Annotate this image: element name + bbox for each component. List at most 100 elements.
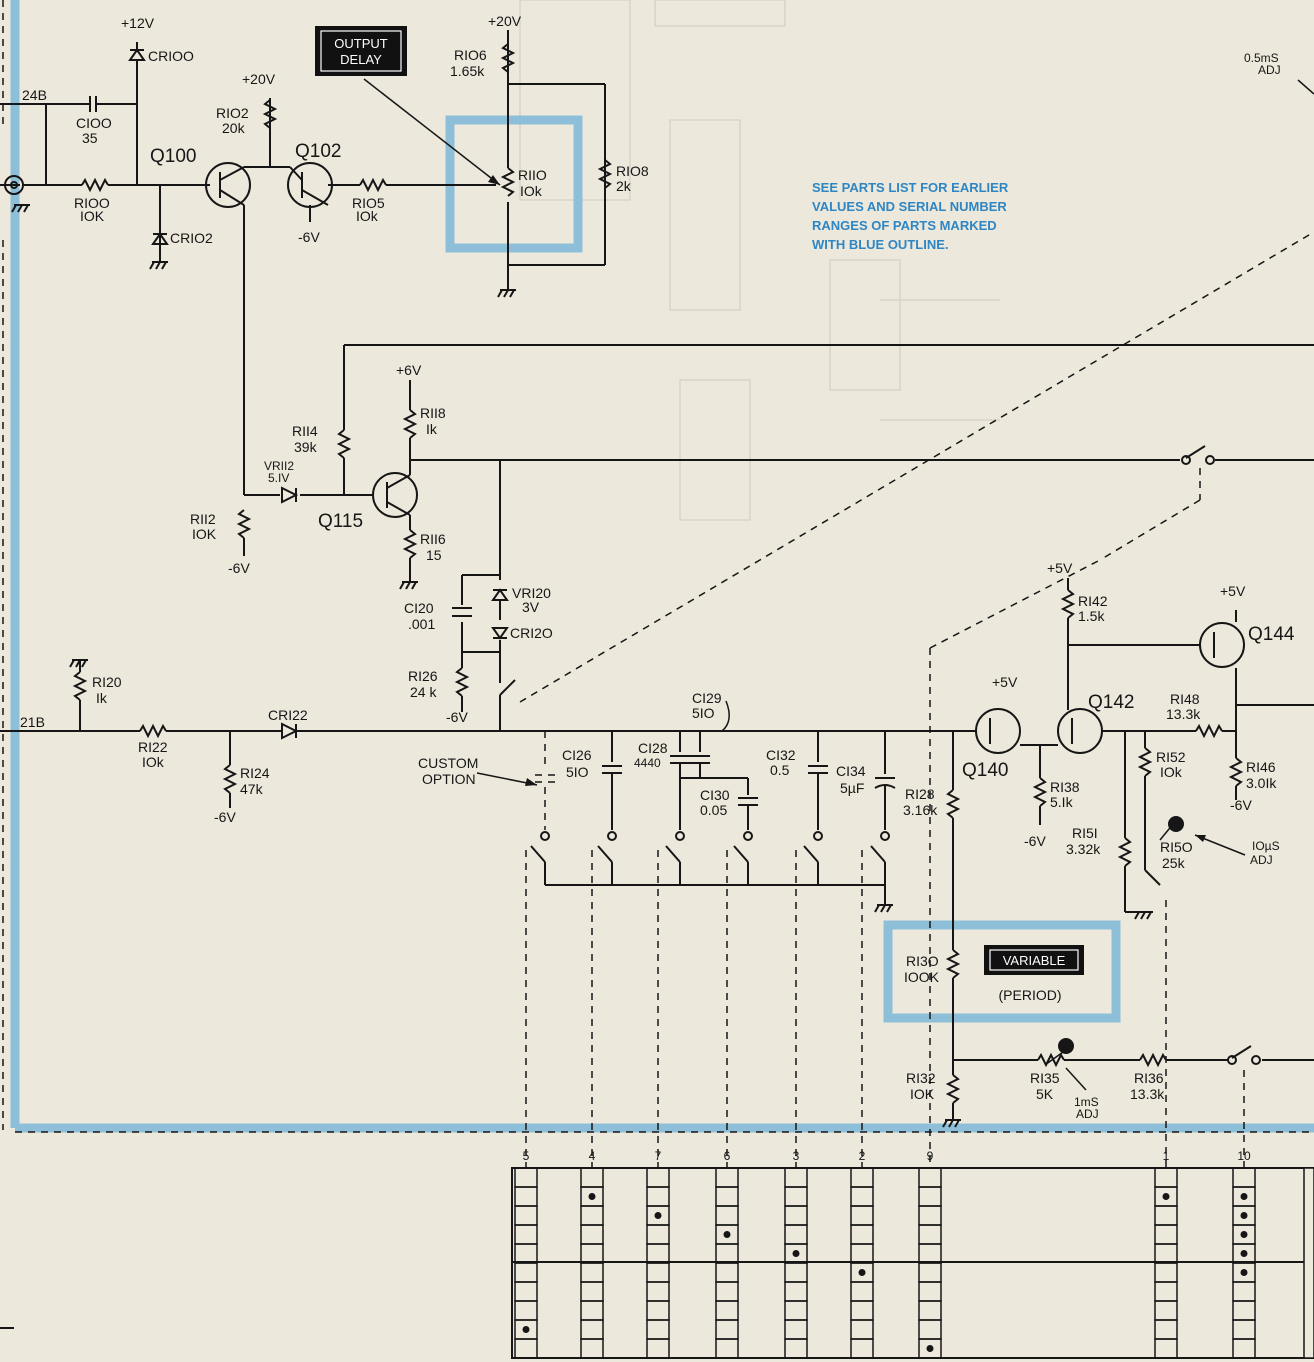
part-label: RIO2 (216, 105, 249, 121)
part-label: RI32 (906, 1070, 936, 1086)
part-label: Ik (96, 690, 108, 706)
part-label: 5µF (840, 780, 864, 796)
part-label: RI24 (240, 765, 270, 781)
position-dot (1162, 1193, 1170, 1200)
chart-cell (580, 1205, 604, 1226)
part-label: RII6 (420, 531, 446, 547)
bottom-signal-wires (0, 578, 1314, 1120)
chart-cell (580, 1262, 604, 1283)
switch-icon (530, 831, 550, 885)
input-stage-wires (0, 30, 606, 495)
chart-cell (850, 1205, 874, 1226)
switch-number: 2 (859, 1149, 866, 1163)
supply-label: +5V (1220, 583, 1246, 599)
chart-column: 7 (646, 1149, 670, 1359)
connector-24b: 24B (22, 87, 47, 103)
chart-cell (715, 1167, 739, 1188)
supply-label: -6V (228, 560, 250, 576)
chart-cell (715, 1300, 739, 1321)
part-label: CRI2O (510, 625, 553, 641)
part-label: 0.5 (770, 762, 790, 778)
part-label: IOk (1160, 764, 1183, 780)
chart-cell (514, 1167, 538, 1188)
chart-cell (715, 1319, 739, 1340)
part-label: CRIO2 (170, 230, 213, 246)
chart-cell (784, 1167, 808, 1188)
chart-cell (646, 1167, 670, 1188)
output-delay-line2: DELAY (340, 52, 382, 67)
ground-icon (11, 204, 30, 213)
chart-cell (715, 1243, 739, 1264)
chart-cell (850, 1224, 874, 1245)
part-label: 3.16k (903, 802, 938, 818)
adjust-screw-r150 (1168, 816, 1184, 832)
chart-cell (580, 1338, 604, 1359)
note-line-2: VALUES AND SERIAL NUMBER (812, 199, 1007, 214)
part-label: RII4 (292, 423, 318, 439)
part-label: 3.0Ik (1246, 775, 1277, 791)
chart-column: 5 (514, 1149, 538, 1359)
ground-icon (874, 904, 893, 913)
supply-label: -6V (446, 709, 468, 725)
switch-icon (803, 831, 823, 885)
ground-icon (69, 659, 88, 668)
chart-edge (1303, 1167, 1314, 1359)
chart-cell (784, 1319, 808, 1340)
position-dot (588, 1193, 596, 1200)
position-dot (522, 1326, 530, 1333)
transistor-label: Q100 (150, 146, 196, 167)
bnc-connector (4, 175, 24, 195)
supply-label: +5V (1047, 560, 1073, 576)
supply-label: -6V (1230, 797, 1252, 813)
position-dot (1240, 1193, 1248, 1200)
transistor-q115-symbol (372, 472, 418, 518)
note-line-3: RANGES OF PARTS MARKED (812, 218, 997, 233)
part-label: RIO6 (454, 47, 487, 63)
part-label: RI48 (1170, 691, 1200, 707)
part-label: 1.5k (1078, 608, 1105, 624)
chart-cell (1154, 1224, 1178, 1245)
right-switches (1144, 445, 1261, 1065)
supply-label: +6V (396, 362, 422, 378)
part-label: 1.65k (450, 63, 485, 79)
chart-cell (1154, 1338, 1178, 1359)
chart-cell (580, 1243, 604, 1264)
adjustment-label: 1mS (1074, 1095, 1099, 1109)
chart-cell (1154, 1262, 1178, 1283)
adjustment-label: ADJ (1258, 63, 1281, 77)
part-label: RI46 (1246, 759, 1276, 775)
part-label: IOK (910, 1086, 935, 1102)
part-label: CRIOO (148, 48, 194, 64)
position-dot (792, 1250, 800, 1257)
chart-cell (1154, 1243, 1178, 1264)
part-label: 3.32k (1066, 841, 1101, 857)
part-label: CI32 (766, 747, 796, 763)
chart-cell (784, 1205, 808, 1226)
transistor-label: Q102 (295, 141, 341, 162)
part-label: RI52 (1156, 749, 1186, 765)
chart-cell (918, 1300, 942, 1321)
ground-icon (1134, 911, 1153, 920)
chart-cell (784, 1186, 808, 1207)
position-dot (858, 1269, 866, 1276)
chart-cell (580, 1300, 604, 1321)
part-label: 5K (1036, 1086, 1054, 1102)
adjustment-label: 0.5mS (1244, 51, 1279, 65)
diode-symbols (128, 48, 509, 640)
chart-cell (918, 1186, 942, 1207)
position-dot (1240, 1250, 1248, 1257)
supply-label: +5V (992, 674, 1018, 690)
chart-cell (1232, 1300, 1256, 1321)
variable-box: VARIABLE (PERIOD) (984, 945, 1084, 1003)
part-label: CI20 (404, 600, 434, 616)
chart-cell (514, 1243, 538, 1264)
transistor-q100-symbol (205, 162, 251, 208)
board-outline (0, 0, 1314, 1329)
part-label: CI29 (692, 690, 722, 706)
part-label: 24 k (410, 684, 437, 700)
part-label: CI34 (836, 763, 866, 779)
supply-label: -6V (1024, 833, 1046, 849)
